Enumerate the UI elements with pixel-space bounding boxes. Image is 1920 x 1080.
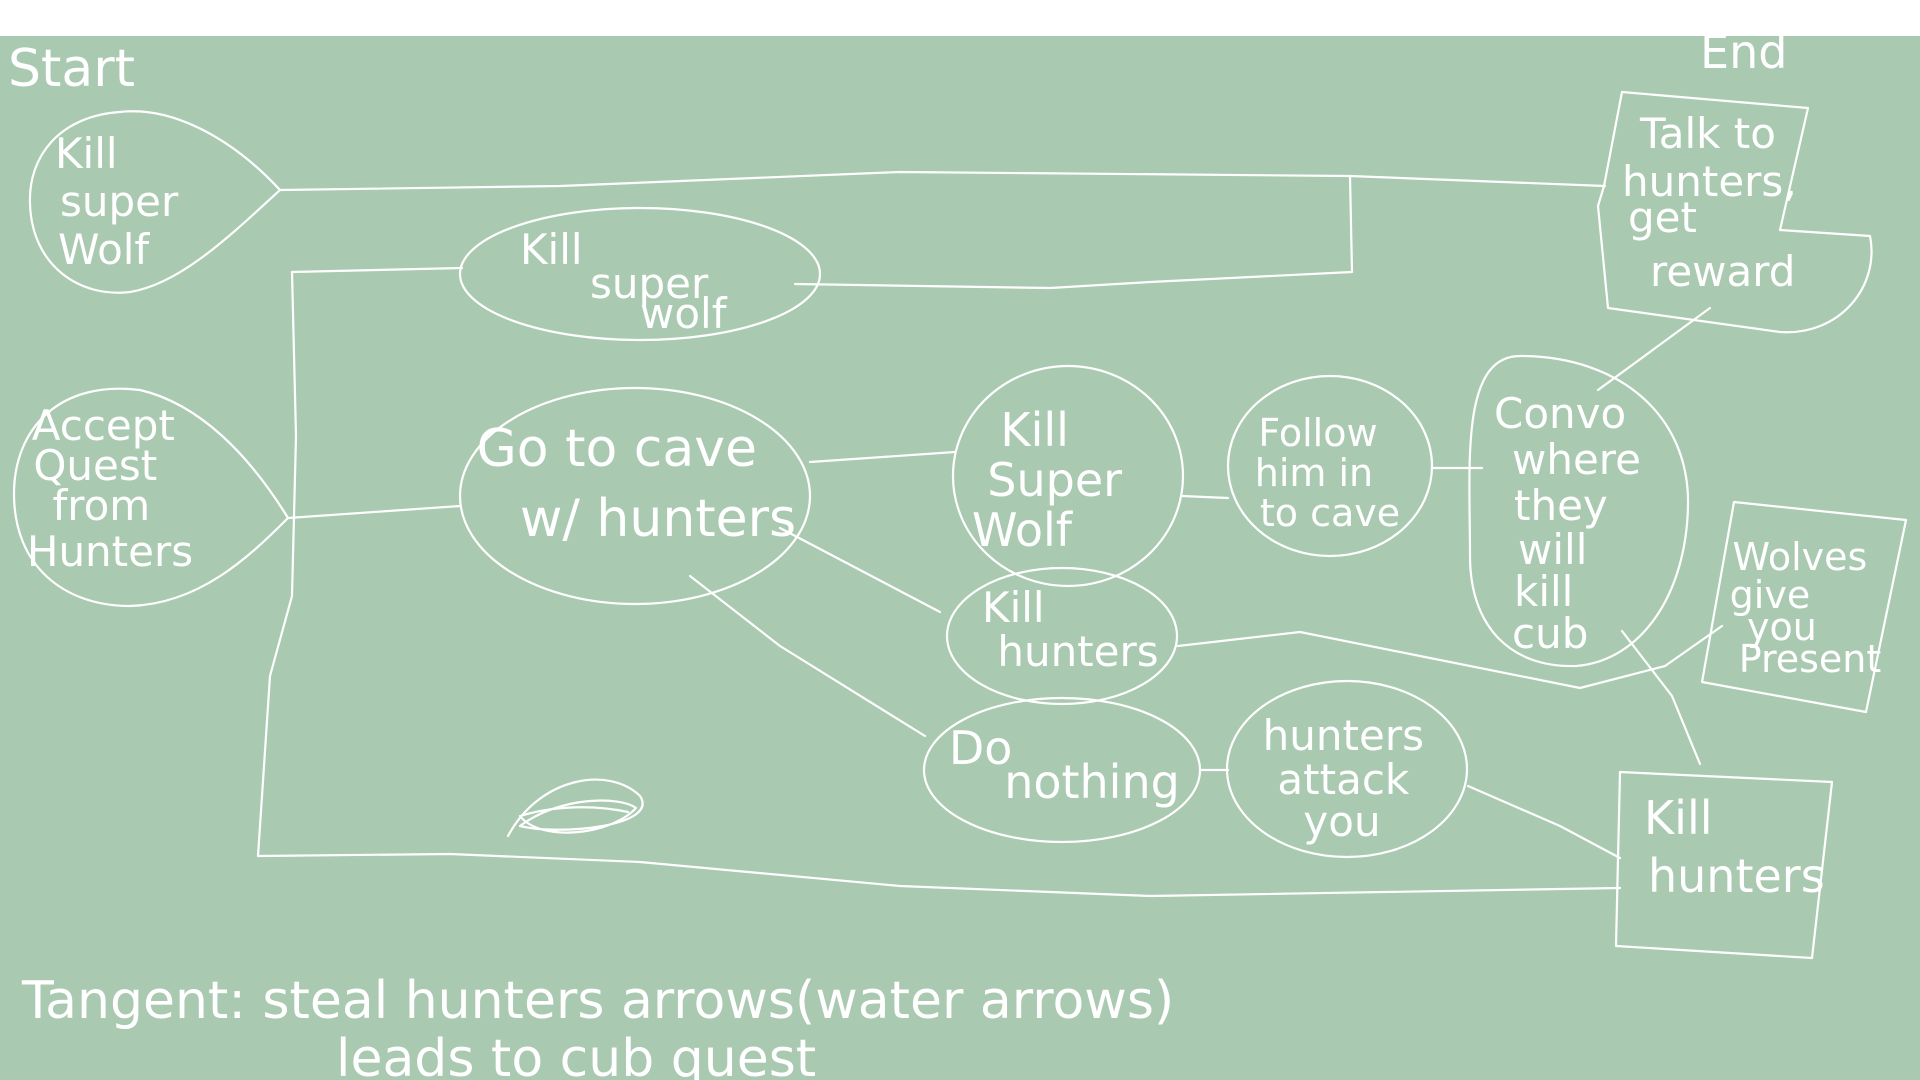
node-hunters-attack-label: hunters attack you (1263, 711, 1438, 846)
node-kill-hunters (945, 566, 1179, 706)
end-label: End (1700, 36, 1787, 79)
connector-kill-hunters-to-present (1176, 624, 1724, 690)
node-kill-hunters-label: Kill hunters (982, 583, 1159, 676)
node-follow-him-label: Follow him in to cave (1255, 411, 1400, 535)
node-follow-him (1226, 374, 1434, 558)
connector-bottom-rail (256, 852, 1622, 898)
node-wolves-present-label: Wolves give you Present (1730, 535, 1882, 681)
node-hunters-attack (1225, 679, 1469, 859)
node-go-to-cave (458, 386, 812, 606)
node-convo (1468, 354, 1690, 668)
tangent-note: Tangent: steal hunters arrows(water arro… (21, 971, 1191, 1080)
node-kill-super-wolf-label: Kill super wolf (520, 225, 728, 338)
connector-spine-to-kill-super-wolf (290, 266, 464, 274)
connector-convo-to-reward (1596, 306, 1712, 392)
connector-kill-wolf-to-follow (1180, 494, 1230, 500)
connector-convo-to-kill-hunters (1620, 629, 1702, 766)
connector-cave-to-do-nothing (688, 574, 927, 738)
node-convo-label: Convo where they will kill cub (1494, 389, 1654, 658)
start-label: Start (8, 39, 135, 99)
quest-flow-diagram: Start End Kill super Wolf Kill super wol… (0, 36, 1920, 1080)
node-do-nothing-label: Do nothing (949, 721, 1180, 809)
node-kill-super-wolf (458, 206, 822, 342)
whiteboard: Start End Kill super Wolf Kill super wol… (0, 36, 1920, 1080)
connector-spine-to-go-to-cave (286, 504, 462, 520)
node-kill-hunters-box-label: Kill hunters (1644, 791, 1825, 903)
connector-left-spine (256, 270, 298, 858)
node-start-kill-super-wolf-label: Kill super Wolf (55, 129, 192, 274)
connector-top-rail (278, 170, 1607, 192)
connector-attack-to-kill-hunters (1466, 784, 1622, 860)
node-do-nothing (922, 696, 1202, 844)
connector-rail-bracket (793, 174, 1354, 290)
node-reward-box (1596, 90, 1873, 334)
node-wolves-present (1700, 500, 1908, 714)
node-accept-quest-label: Accept Quest from Hunters (27, 401, 193, 576)
node-start-kill-super-wolf (28, 110, 282, 294)
node-kill-super-wolf-2-label: Kill Super Wolf (972, 403, 1137, 557)
node-accept-quest (12, 387, 290, 608)
connector-cave-to-kill-hunters (778, 526, 942, 614)
board-background (0, 36, 1920, 1080)
node-kill-super-wolf-2 (951, 364, 1185, 588)
scribble-mark (506, 778, 644, 838)
node-reward-box-label: Talk to hunters, get reward (1622, 109, 1810, 296)
connector-cave-to-kill-wolf (808, 450, 957, 464)
node-kill-hunters-box (1614, 770, 1834, 960)
node-go-to-cave-label: Go to cave w/ hunters (476, 419, 796, 549)
